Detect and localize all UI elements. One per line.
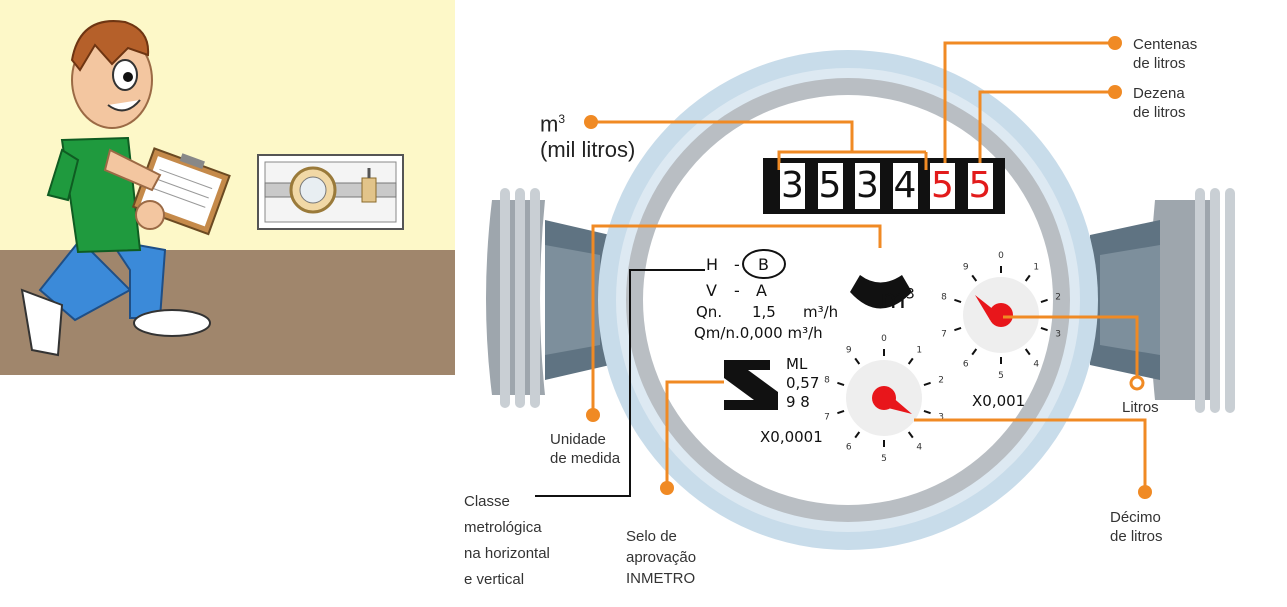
odometer-digit: 5	[967, 163, 993, 209]
dial-x0-001: 0 1 2 3 4 5 6 7 8 9	[941, 251, 1061, 381]
dial-tick	[923, 381, 931, 386]
dial-tick	[971, 274, 978, 282]
dial-number: 1	[1033, 262, 1039, 272]
odometer-digit: 3	[780, 163, 805, 209]
right-pipe-flange	[1090, 188, 1235, 413]
classe-leader	[535, 269, 705, 497]
leader-lines	[591, 41, 1147, 490]
dial-tick	[854, 431, 861, 439]
unit-center-label: m3	[880, 285, 915, 315]
dial-tick	[1024, 348, 1031, 356]
odometer-digit: 5	[930, 163, 955, 209]
dial-number: 9	[846, 345, 852, 355]
plate-qn-label: Qn.	[696, 303, 723, 321]
dial-number: 4	[1033, 360, 1039, 370]
odometer-digit: 3	[855, 163, 880, 209]
dial-number: 3	[1055, 330, 1061, 340]
dial-number: 2	[938, 375, 944, 385]
dial-tick	[837, 381, 845, 386]
label-litros: Litros	[1122, 399, 1159, 416]
dial-number: 4	[916, 443, 922, 453]
dial-number: 2	[1055, 292, 1061, 302]
dial-number: 8	[824, 375, 830, 385]
dial-number: 9	[963, 262, 969, 272]
dial-tick	[971, 348, 978, 356]
dial-tick	[1024, 274, 1031, 282]
dial-tick	[954, 327, 962, 332]
dial-tick	[854, 357, 861, 365]
plate-ml: ML	[786, 355, 808, 373]
dial-tick	[907, 431, 914, 439]
leader-dots	[584, 36, 1152, 499]
dial-large-multiplier: X0,001	[972, 392, 1026, 410]
plate-v: V	[706, 281, 717, 300]
unit-top-label: m3 (mil litros)	[540, 111, 636, 163]
technician-figure	[20, 20, 231, 357]
class-circle	[742, 249, 786, 279]
dial-number: 1	[916, 345, 922, 355]
dial-number: 6	[846, 443, 852, 453]
plate-class-b: B	[758, 255, 769, 274]
dial-tick	[1040, 298, 1048, 303]
dial-number: 0	[998, 251, 1004, 261]
dial-tick	[954, 298, 962, 303]
plate-h: H	[706, 255, 719, 274]
dial-number: 8	[941, 292, 947, 302]
plate-qm: Qm/n.0,000 m³/h	[694, 324, 823, 342]
plate-qn-unit: m³/h	[803, 303, 839, 321]
dial-tick	[923, 410, 931, 415]
technician-illustration	[0, 0, 455, 375]
plate-qn-value: 1,5	[752, 303, 776, 321]
dial-tick	[837, 410, 845, 415]
dial-x0-0001: 0 1 2 3 4 5 6 7 8 9	[824, 334, 944, 464]
dial-tick	[907, 357, 914, 365]
wall-meter-box	[257, 154, 404, 230]
plate-serial: 9 8	[786, 393, 810, 411]
m3-dial-symbol	[850, 275, 912, 309]
plate-dash: -	[734, 255, 740, 274]
litros-dot	[1129, 375, 1145, 391]
dial-number: 5	[881, 454, 887, 464]
plate-v-dash: -	[734, 281, 740, 300]
dial-tick	[1040, 327, 1048, 332]
dial-number: 3	[938, 413, 944, 423]
odometer-digit: 4	[892, 163, 918, 209]
dial-small-multiplier: X0,0001	[760, 428, 823, 446]
dial-number: 0	[881, 334, 887, 344]
dial-number: 7	[941, 330, 947, 340]
inmetro-seal-symbol	[724, 360, 778, 410]
dial-number: 6	[963, 360, 969, 370]
dial-number: 7	[824, 413, 830, 423]
left-pipe-flange	[486, 188, 610, 408]
plate-ml-value: 0,57	[786, 374, 820, 392]
plate-a: A	[756, 281, 767, 300]
odometer-digit: 5	[817, 163, 843, 209]
dial-number: 5	[998, 371, 1004, 381]
